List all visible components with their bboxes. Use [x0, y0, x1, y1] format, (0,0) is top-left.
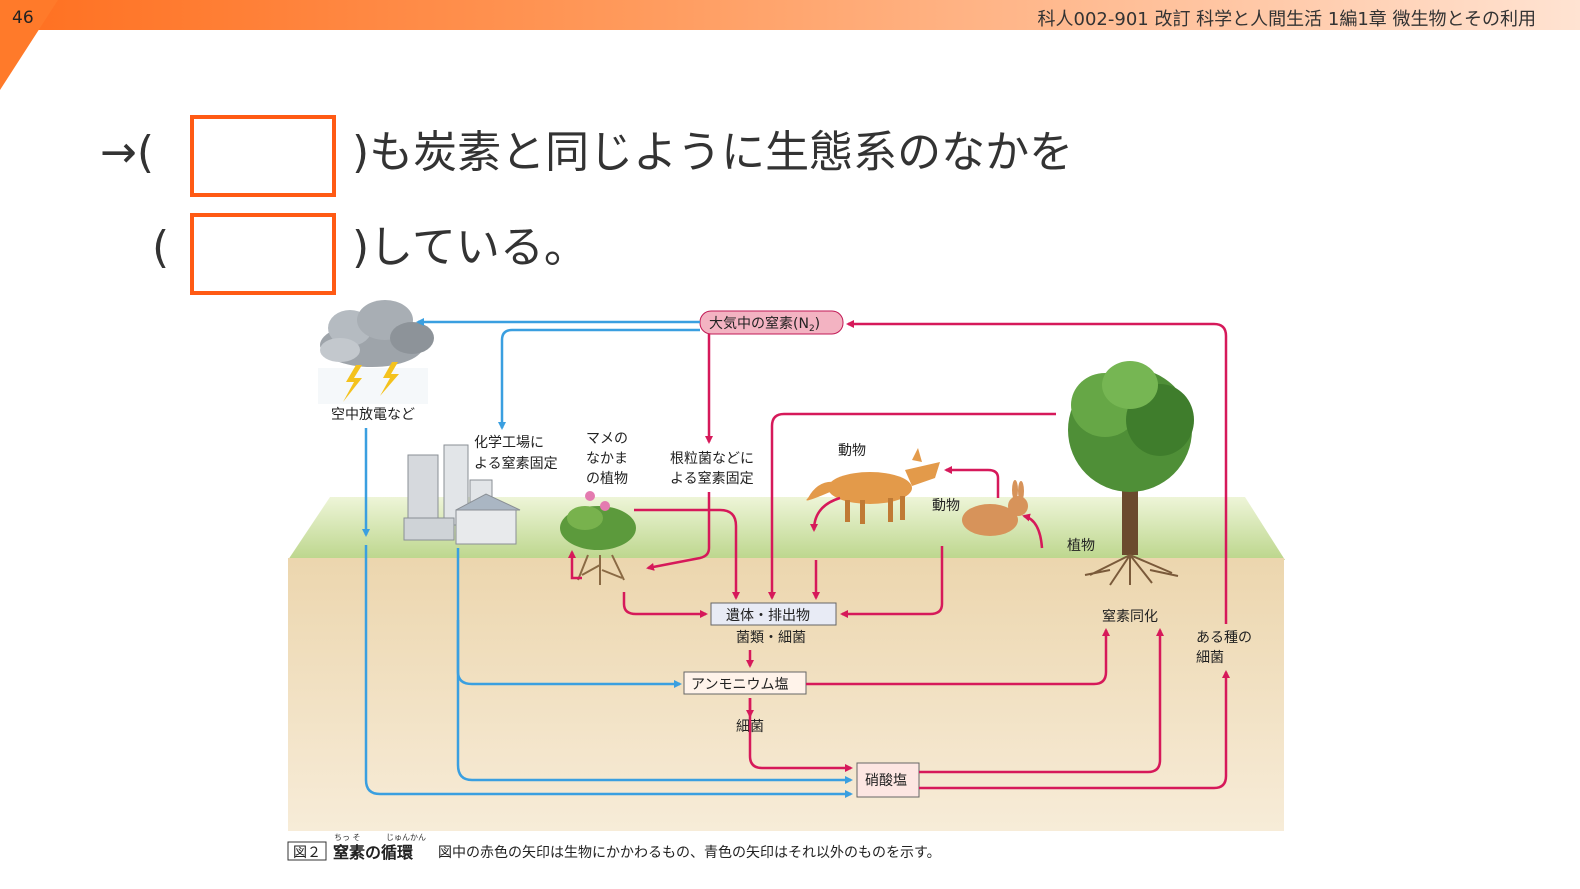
factory-icon — [403, 444, 521, 545]
arrow-tree-to-rabbit — [1022, 513, 1044, 549]
fungi-label: 菌類・細菌 — [736, 630, 806, 646]
arrow-rabbit-to-remains — [840, 546, 944, 618]
assimilation-label: 窒素同化 — [1102, 608, 1158, 625]
arrow-rhizobia-to-roots — [646, 492, 711, 571]
arrow-nitrate-to-assimilation — [919, 628, 1164, 774]
legume-label-line2: なかま — [586, 451, 628, 467]
question-line-2-suffix: )している。 — [352, 222, 588, 273]
nitrate-label: 硝酸塩 — [865, 773, 907, 789]
arrow-tree-to-remains — [768, 412, 1056, 600]
arrow-root-to-plant — [568, 550, 582, 580]
arrow-bacteria-to-atmosphere — [846, 320, 1228, 624]
legume-label-line1: マメの — [586, 431, 628, 447]
red-arrows — [568, 320, 1230, 790]
legume-label-line3: の植物 — [586, 471, 628, 487]
arrow-plant-to-remains-top — [634, 508, 740, 600]
factory-label-line2: よる窒素固定 — [474, 455, 558, 472]
question-line-1-prefix: →( — [100, 127, 155, 178]
question-line-2-prefix: ( — [152, 222, 170, 273]
caption-text: 図中の赤色の矢印は生物にかかわるもの、青色の矢印はそれ以外のものを示す。 — [438, 844, 941, 861]
question-line-1-suffix: )も炭素と同じように生態系のなかを — [352, 127, 1074, 178]
arrow-lightning-to-nitrate — [364, 545, 853, 798]
rhizobia-label-line2: よる窒素固定 — [670, 470, 754, 487]
rabbit-icon — [962, 480, 1028, 536]
lightning-icon — [343, 362, 399, 402]
arrow-nitrate-to-bacteria — [919, 670, 1230, 790]
header-bar — [0, 0, 1580, 30]
caption-ruby-2: じゅんかん — [386, 833, 426, 842]
certain-bacteria-label-line2: 細菌 — [1196, 650, 1224, 666]
header-title: 科人002-901 改訂 科学と人間生活 1編1章 微生物とその利用 — [1037, 9, 1536, 30]
legume-plant-icon — [560, 491, 636, 585]
arrow-ammonium-to-assimilation — [806, 628, 1110, 686]
fox-label: 動物 — [838, 443, 866, 459]
tree-icon — [1068, 361, 1194, 586]
atmosphere-label: 大気中の窒素(N2) — [709, 315, 820, 334]
arrow-root-to-remains — [622, 592, 708, 618]
remains-label: 遺体・排出物 — [726, 608, 810, 624]
page-number: 46 — [12, 8, 34, 28]
arrow-ammonium-to-nitrate — [748, 698, 853, 772]
answer-blank-1[interactable] — [190, 115, 336, 197]
tree-label: 植物 — [1067, 538, 1095, 554]
nitrate-box — [856, 762, 920, 798]
ammonium-label: アンモニウム塩 — [691, 677, 788, 693]
remains-box — [710, 602, 837, 626]
answer-blank-2[interactable] — [190, 213, 336, 295]
rain-icon — [318, 368, 428, 404]
arrow-rabbit-to-fox — [944, 466, 1000, 498]
rabbit-label: 動物 — [932, 498, 960, 514]
fox-icon — [806, 448, 940, 524]
factory-label-line1: 化学工場に — [474, 435, 544, 451]
blue-arrows — [362, 318, 853, 798]
arrow-fox-dropping — [810, 496, 841, 532]
figure-number-box — [287, 841, 327, 861]
arrow-atmosphere-to-factory — [498, 328, 700, 430]
arrow-factory-to-nitrate — [456, 620, 853, 784]
certain-bacteria-label-line1: ある種の — [1196, 630, 1252, 646]
grass-surface — [288, 497, 1285, 560]
caption-ruby-1: ちっ そ — [334, 833, 361, 842]
rhizobia-label-line1: 根粒菌などに — [670, 451, 754, 467]
cloud-icon — [320, 300, 434, 367]
figure-number: 図２ — [293, 845, 321, 861]
corner-accent — [0, 0, 58, 90]
caption-title: 窒素の循環 — [333, 843, 414, 862]
lightning-label: 空中放電など — [331, 407, 415, 423]
